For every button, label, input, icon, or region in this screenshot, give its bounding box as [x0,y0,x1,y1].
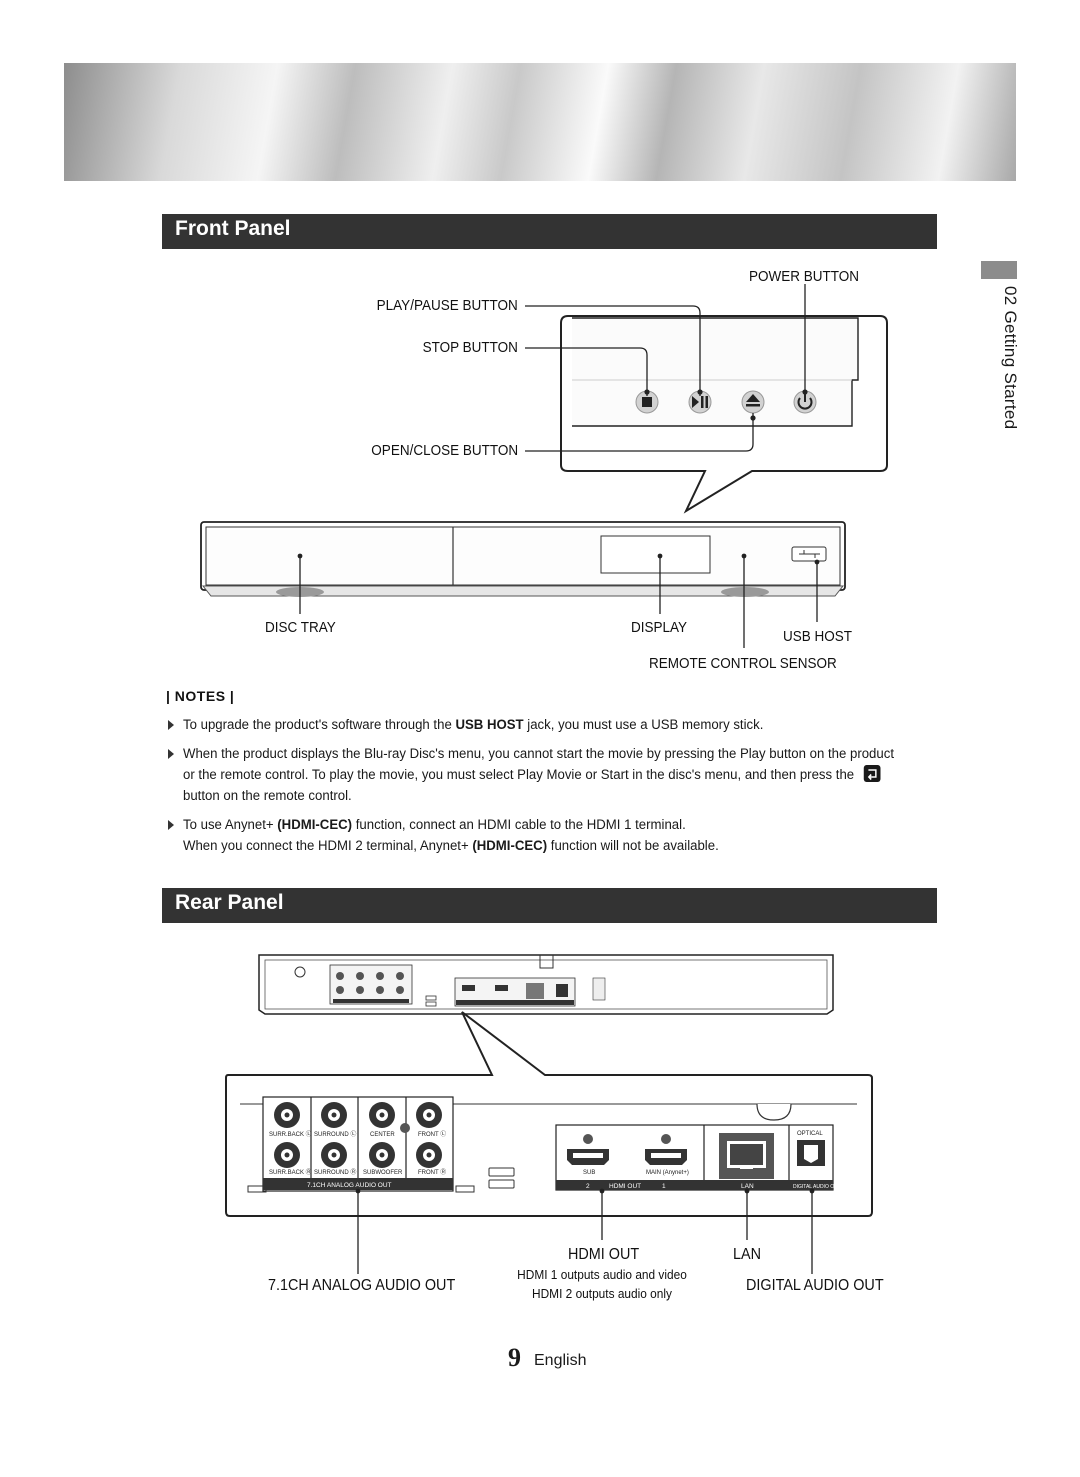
print-hdmi-out-bar: HDMI OUT [609,1183,641,1190]
notes-heading: | NOTES | [166,688,235,704]
print-main: MAIN (Anynet+) [646,1170,689,1176]
note-item-3: To use Anynet+ (HDMI-CEC) function, conn… [168,815,938,857]
stop-button-label: STOP BUTTON [422,339,518,356]
enter-button-icon [863,765,881,782]
header-banner [64,63,1016,181]
rear-panel-header: Rear Panel [162,888,937,923]
page-number: 9 [508,1343,521,1372]
disc-tray-label: DISC TRAY [265,619,336,636]
print-num-1: 1 [662,1183,666,1190]
rear-panel-title: Rear Panel [175,891,284,914]
print-sub: SUB [583,1170,595,1176]
hdmi-sub-note-2: HDMI 2 outputs audio only [532,1287,672,1301]
rear-leader-extensions [357,1240,813,1274]
usb-host-label: USB HOST [783,628,853,645]
print-digital-bar: DIGITAL AUDIO OUT [793,1184,841,1190]
display-label: DISPLAY [631,619,688,636]
bullet-arrow-icon [168,720,174,730]
print-lan-bar: LAN [741,1183,754,1190]
chapter-tab-label: 02 Getting Started [1001,286,1020,430]
print-surround-l: SURROUND Ⓛ [314,1130,356,1138]
print-front-l: FRONT Ⓛ [418,1130,446,1138]
bullet-arrow-icon [168,820,174,830]
print-analog-bar: 7.1CH ANALOG AUDIO OUT [307,1182,392,1189]
bullet-arrow-icon [168,749,174,759]
print-subwoofer: SUBWOOFER [363,1170,403,1176]
hdmi-sub-note-1: HDMI 1 outputs audio and video [517,1268,687,1282]
chapter-tab-marker [981,261,1017,279]
rear-panel-illustration: SURR.BACK Ⓛ SURROUND Ⓛ CENTER FRONT Ⓛ SU… [225,954,873,1240]
front-panel-header: Front Panel [162,214,937,249]
note-item-1: To upgrade the product's software throug… [168,715,938,736]
print-surr-back-l: SURR.BACK Ⓛ [269,1130,312,1138]
page-language: English [534,1352,587,1369]
power-button-label: POWER BUTTON [749,268,860,285]
hdmi-out-label: HDMI OUT [568,1246,640,1263]
open-close-button-label: OPEN/CLOSE BUTTON [371,442,518,459]
note-item-2: When the product displays the Blu-ray Di… [168,744,938,807]
print-center: CENTER [370,1132,395,1138]
analog-audio-out-label: 7.1CH ANALOG AUDIO OUT [268,1277,456,1294]
digital-audio-out-label: DIGITAL AUDIO OUT [746,1277,884,1294]
remote-control-sensor-label: REMOTE CONTROL SENSOR [649,655,837,672]
usb-icon [799,550,820,558]
play-pause-button-label: PLAY/PAUSE BUTTON [376,297,518,314]
print-surround-r: SURROUND Ⓡ [314,1168,356,1176]
print-surr-back-r: SURR.BACK Ⓡ [269,1168,312,1176]
lan-label: LAN [733,1246,762,1263]
print-front-r: FRONT Ⓡ [418,1168,446,1176]
front-panel-title: Front Panel [175,217,291,240]
print-optical: OPTICAL [797,1131,823,1137]
print-num-2: 2 [586,1183,590,1190]
front-panel-illustration [200,284,888,648]
